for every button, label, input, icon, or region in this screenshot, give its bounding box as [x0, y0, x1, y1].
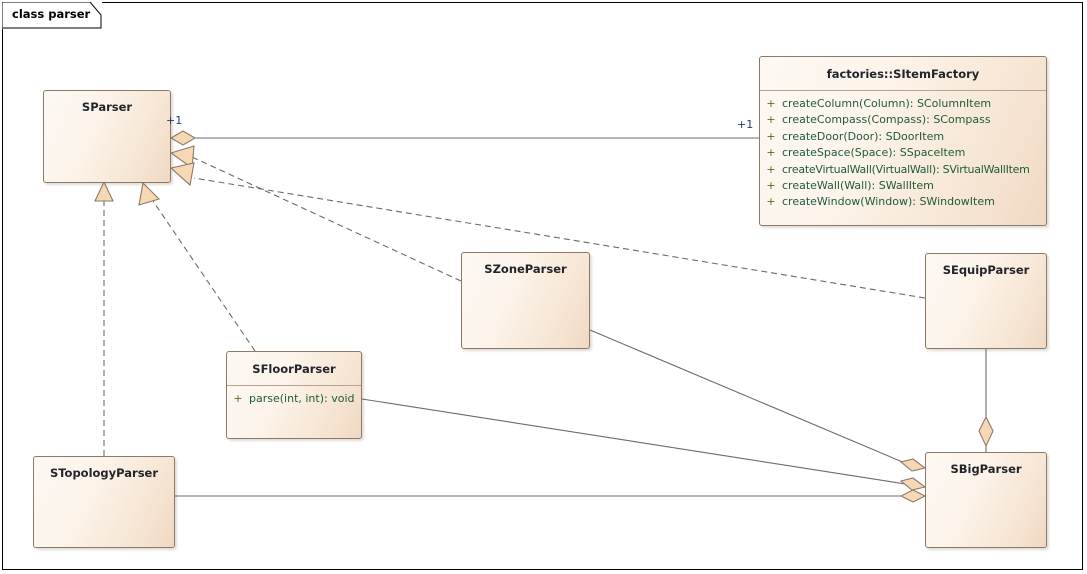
class-box-sparser[interactable]: SParser	[43, 90, 171, 183]
connector-sbigparser-to-sequipparser	[978, 349, 994, 452]
operation-row[interactable]: + createVirtualWall(VirtualWall): SVirtu…	[760, 162, 1046, 178]
operation-signature: createDoor(Door): SDoorItem	[782, 129, 945, 143]
operation-signature: createSpace(Space): SSpaceItem	[782, 146, 966, 160]
operation-row[interactable]: + createCompass(Compass): SCompass	[760, 112, 1046, 128]
operations-list-sfloorparser: + parse(int, int): void	[227, 386, 361, 413]
class-box-sitemfactory[interactable]: factories::SItemFactory + createColumn(C…	[759, 56, 1047, 226]
visibility-marker: +	[233, 392, 243, 405]
connector-sfloorparser-to-sparser	[138, 181, 256, 352]
visibility-marker: +	[766, 113, 776, 127]
class-box-szoneparser[interactable]: SZoneParser	[461, 252, 590, 349]
class-name-sfloorparser: SFloorParser	[227, 352, 361, 386]
realization-triangle-icon	[169, 145, 195, 170]
diagram-frame-label: class parser	[12, 7, 91, 21]
aggregation-diamond-icon	[899, 477, 927, 491]
operation-row[interactable]: + createSpace(Space): SSpaceItem	[760, 145, 1046, 161]
visibility-marker: +	[766, 162, 776, 176]
operation-row[interactable]: + createWindow(Window): SWindowItem	[760, 194, 1046, 210]
operation-signature: createVirtualWall(VirtualWall): SVirtual…	[782, 162, 1030, 176]
class-box-sbigparser[interactable]: SBigParser	[925, 452, 1047, 548]
connector-sequipparser-to-sparser	[169, 162, 926, 299]
operations-list-sitemfactory: + createColumn(Column): SColumnItem + cr…	[760, 91, 1046, 217]
multiplicity-label-factory-end: +1	[737, 118, 754, 131]
connector-stopologyparser-to-sparser	[94, 180, 114, 456]
aggregation-diamond-icon	[899, 458, 927, 472]
class-name-sparser: SParser	[81, 100, 133, 114]
connector-szoneparser-to-sparser	[169, 145, 462, 282]
operation-row[interactable]: + createWall(Wall): SWallItem	[760, 178, 1046, 194]
visibility-marker: +	[766, 179, 776, 193]
aggregation-diamond-icon	[978, 415, 994, 448]
class-name-sitemfactory: factories::SItemFactory	[760, 57, 1046, 91]
operation-row[interactable]: + createColumn(Column): SColumnItem	[760, 96, 1046, 112]
visibility-marker: +	[766, 97, 776, 110]
realization-triangle-icon	[169, 162, 195, 187]
realization-triangle-icon	[94, 180, 114, 202]
class-box-sfloorparser[interactable]: SFloorParser + parse(int, int): void	[226, 351, 362, 439]
operation-signature: createWindow(Window): SWindowItem	[782, 195, 995, 209]
multiplicity-label-sparser-end: +1	[166, 114, 183, 127]
operation-signature: parse(int, int): void	[249, 392, 355, 405]
diagram-frame-tab	[2, 2, 102, 29]
class-box-sequipparser[interactable]: SEquipParser	[925, 253, 1047, 349]
visibility-marker: +	[766, 195, 776, 209]
visibility-marker: +	[766, 146, 776, 160]
aggregation-diamond-icon	[899, 489, 927, 503]
visibility-marker: +	[766, 129, 776, 143]
connector-sbigparser-to-szoneparser	[589, 329, 927, 472]
class-name-sequipparser: SEquipParser	[942, 263, 1030, 277]
operation-signature: createWall(Wall): SWallItem	[782, 179, 934, 193]
connector-sbigparser-to-stopologyparser	[175, 489, 927, 503]
aggregation-diamond-icon	[169, 130, 197, 146]
class-name-szoneparser: SZoneParser	[484, 262, 567, 276]
class-box-stopologyparser[interactable]: STopologyParser	[33, 456, 175, 548]
operation-row[interactable]: + parse(int, int): void	[227, 391, 361, 407]
connector-sparser-to-sitemfactory	[169, 130, 759, 146]
class-name-sbigparser: SBigParser	[950, 462, 1022, 476]
operation-signature: createColumn(Column): SColumnItem	[782, 97, 992, 110]
operation-signature: createCompass(Compass): SCompass	[782, 113, 991, 127]
class-name-stopologyparser: STopologyParser	[49, 466, 159, 480]
connector-sbigparser-to-sfloorparser	[361, 398, 927, 491]
realization-triangle-icon	[138, 181, 161, 206]
operation-row[interactable]: + createDoor(Door): SDoorItem	[760, 129, 1046, 145]
